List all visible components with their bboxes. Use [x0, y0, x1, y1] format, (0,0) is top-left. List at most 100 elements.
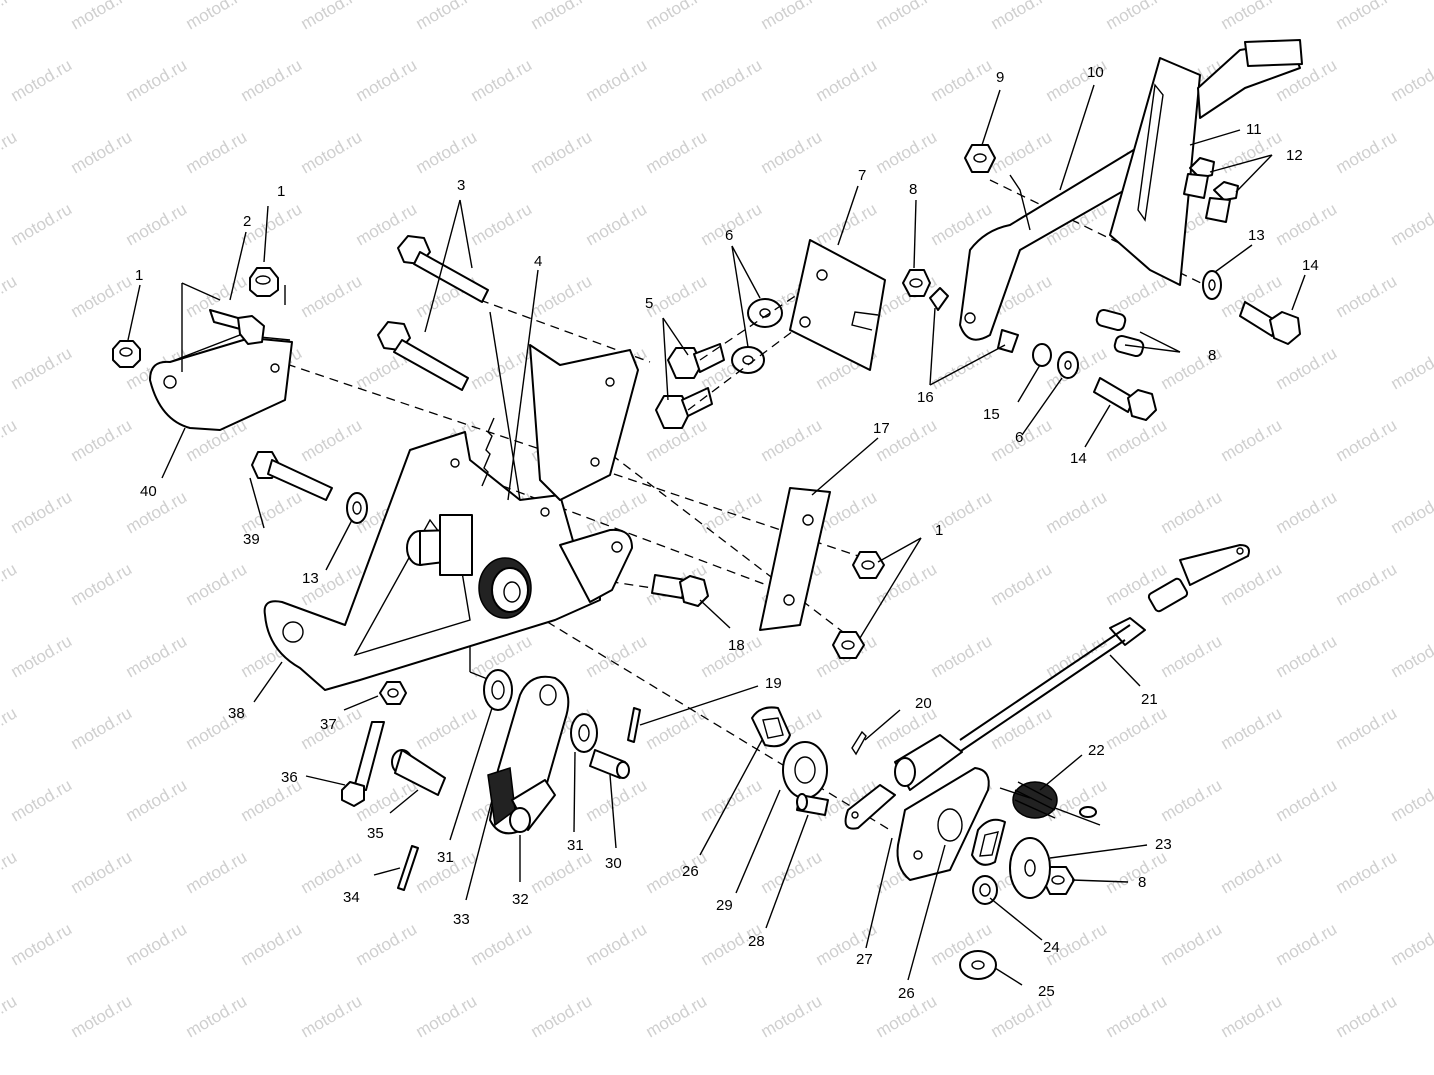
watermark-text: motod.ru [1333, 559, 1401, 609]
watermark-text: motod.ru [238, 919, 306, 969]
watermark-text: motod.ru [468, 55, 536, 105]
cable-part-21 [844, 544, 1250, 830]
callout-26a: 26 [682, 863, 699, 880]
plate-part-27 [896, 767, 990, 881]
leader-lines [127, 84, 1306, 986]
watermark-text: motod.ru [583, 199, 651, 249]
watermark-text: motod.ru [1103, 847, 1171, 897]
nut-part-37 [379, 681, 407, 705]
watermark-text: motod.ru [1273, 199, 1341, 249]
watermark-text: motod.ru [583, 631, 651, 681]
callout-25: 25 [1038, 983, 1055, 1000]
watermark-text: motod.ru [123, 631, 191, 681]
bolt-part-12b [1205, 181, 1239, 223]
watermark-text: motod.ru [1388, 199, 1434, 249]
callout-35: 35 [367, 825, 384, 842]
watermark-text: motod.ru [528, 847, 596, 897]
bolt-part-2 [209, 309, 265, 345]
watermark-text: motod.ru [1218, 847, 1286, 897]
watermark-text: motod.ru [0, 271, 20, 321]
callout-2: 2 [243, 213, 251, 230]
callout-32: 32 [512, 891, 529, 908]
washer-part-23 [1009, 837, 1051, 899]
clip-part-26b [971, 818, 1006, 866]
bushing [406, 514, 473, 576]
washer-part-13b [1202, 270, 1222, 300]
watermark-text: motod.ru [1043, 487, 1111, 537]
watermark-text: motod.ru [643, 991, 711, 1041]
watermark-text: motod.ru [298, 991, 366, 1041]
watermark-text: motod.ru [1333, 0, 1401, 33]
watermark-text: motod.ru [1218, 991, 1286, 1041]
watermark-text: motod.ru [123, 919, 191, 969]
watermark-text: motod.ru [1273, 919, 1341, 969]
watermark-text: motod.ru [68, 703, 136, 753]
watermark-text: motod.ru [1103, 991, 1171, 1041]
nut-part-1c [852, 551, 885, 579]
watermark-text: motod.ru [988, 127, 1056, 177]
watermark-text: motod.ru [1273, 487, 1341, 537]
callout-6b: 6 [1015, 429, 1023, 446]
watermark-text: motod.ru [1388, 775, 1434, 825]
watermark-text: motod.ru [238, 487, 306, 537]
bolt-part-36 [341, 721, 385, 807]
watermark-text: motod.ru [1333, 703, 1401, 753]
nut-part-9 [964, 144, 996, 173]
watermark-text: motod.ru [298, 0, 366, 33]
watermark-text: motod.ru [758, 415, 826, 465]
plate-part-17 [759, 487, 831, 631]
watermark-text: motod.ru [353, 55, 421, 105]
callout-10: 10 [1087, 64, 1104, 81]
watermark-layer: motod.ru motod.ru motod.ru motod.ru motod.ru… [0, 0, 1434, 1041]
watermark-text: motod.ru [758, 991, 826, 1041]
callout-38: 38 [228, 705, 245, 722]
watermark-text: motod.ru [1273, 775, 1341, 825]
plate-part-4 [489, 311, 639, 501]
bolt-part-39 [251, 451, 333, 501]
washer-part-29 [782, 741, 828, 799]
watermark-text: motod.ru [1388, 487, 1434, 537]
callout-39: 39 [243, 531, 260, 548]
bolt-part-18 [651, 574, 709, 607]
lever-part-10 [959, 139, 1161, 341]
watermark-text: motod.ru [8, 55, 76, 105]
watermark-text: motod.ru [758, 847, 826, 897]
callout-14b: 14 [1070, 450, 1087, 467]
watermark-text: motod.ru [0, 559, 20, 609]
watermark-text: motod.ru [68, 0, 136, 33]
watermark-text: motod.ru [1333, 991, 1401, 1041]
watermark-text: motod.ru [298, 127, 366, 177]
watermark-text: motod.ru [413, 127, 481, 177]
watermark-text: motod.ru [0, 127, 20, 177]
watermark-text: motod.ru [1388, 919, 1434, 969]
watermark-text: motod.ru [1388, 631, 1434, 681]
callout-40: 40 [140, 483, 157, 500]
callout-1c: 1 [935, 522, 943, 539]
watermark-text: motod.ru [183, 0, 251, 33]
bolt-part-14b [1093, 377, 1157, 421]
callout-15: 15 [983, 406, 1000, 423]
callout-31a: 31 [437, 849, 454, 866]
pin-part-35 [391, 749, 446, 796]
watermark-text: motod.ru [298, 415, 366, 465]
watermark-text: motod.ru [873, 127, 941, 177]
watermark-text: motod.ru [698, 55, 766, 105]
callout-34: 34 [343, 889, 360, 906]
watermark-text: motod.ru [1158, 631, 1226, 681]
watermark-text: motod.ru [238, 55, 306, 105]
callout-29: 29 [716, 897, 733, 914]
callout-9: 9 [996, 69, 1004, 86]
washer-part-31a [483, 669, 513, 711]
watermark-text: motod.ru [0, 847, 20, 897]
spring-part [481, 417, 495, 487]
watermark-text: motod.ru [1388, 55, 1434, 105]
watermark-text: motod.ru [68, 127, 136, 177]
callout-26b: 26 [898, 985, 915, 1002]
callout-6a: 6 [725, 227, 733, 244]
callout-8a: 8 [909, 181, 917, 198]
callout-1b: 1 [277, 183, 285, 200]
watermark-text: motod.ru [1218, 0, 1286, 33]
watermark-text: motod.ru [583, 919, 651, 969]
callout-18: 18 [728, 637, 745, 654]
watermark-text: motod.ru [1273, 343, 1341, 393]
